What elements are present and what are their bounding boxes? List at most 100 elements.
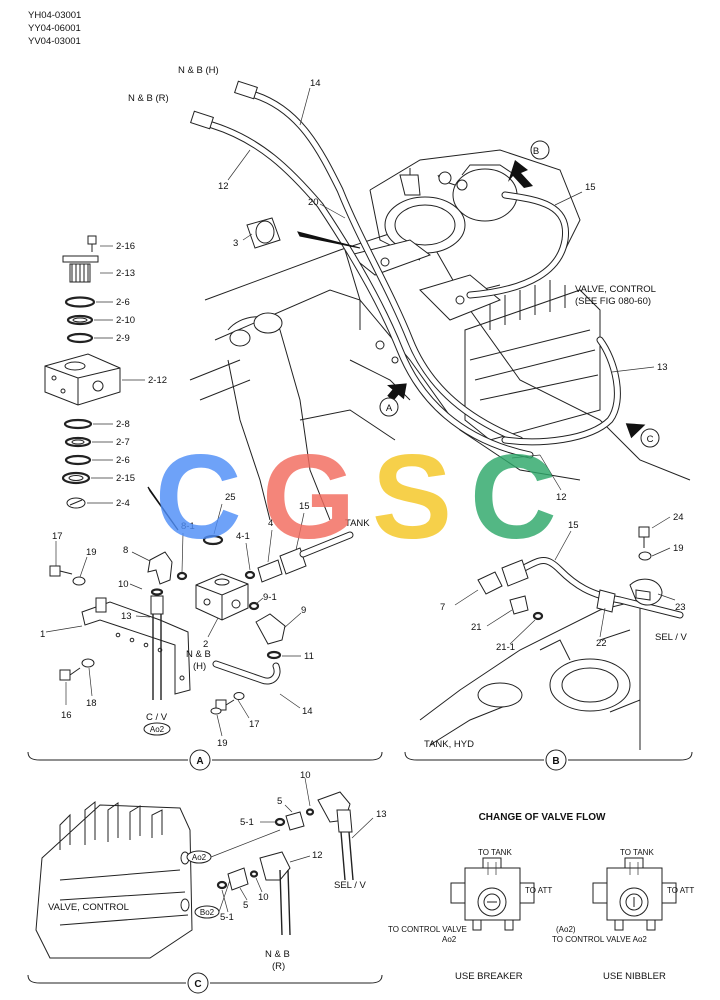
watermark-letter-c1: C [155,430,242,564]
view-c-callout-5-1b: 5-1 [220,912,234,923]
view-c-tag-bo2: Bo2 [200,908,215,917]
view-a-callout-15: 15 [299,501,310,512]
exploded-label-2-16: 2-16 [116,241,135,252]
exploded-label-2-13: 2-13 [116,268,135,279]
breaker-caption: USE BREAKER [455,971,523,982]
label-nb-r: N & B (R) [128,93,169,104]
callout-15: 15 [585,182,596,193]
view-b-callout-15: 15 [568,520,579,531]
view-c-callout-13: 13 [376,809,387,820]
view-a-callout-13: 13 [121,611,132,622]
callout-12: 12 [218,181,229,192]
view-a-callout-9: 9 [301,605,306,616]
view-a-nb: N & B [186,649,211,660]
breaker-to-att: TO ATT [525,886,552,895]
main-labels: N & B (H) N & B (R) 14 12 20 3 15 13 12 … [128,65,668,503]
callout-3: 3 [233,238,238,249]
view-a-callout-4: 4 [268,518,273,529]
nibbler-port: (Ao2) [556,925,576,934]
model-code-1: YH04-03001 [28,10,81,21]
view-c-nb-r: (R) [272,961,285,972]
cgsc-watermark: C G S C [155,430,557,564]
view-c-callout-10a: 10 [300,770,311,781]
exploded-label-2-10: 2-10 [116,315,135,326]
model-code-2: YY04-06001 [28,23,81,34]
breaker-to-tank: TO TANK [478,848,512,857]
view-a-callout-9-1: 9-1 [263,592,277,603]
nibbler-to-cv: TO CONTROL VALVE Ao2 [552,935,647,944]
callout-14: 14 [310,78,321,89]
breaker-to-cv: TO CONTROL VALVE [388,925,467,934]
valve-note-1: VALVE, CONTROL [575,284,656,295]
view-a-callout-19a: 19 [86,547,97,558]
exploded-label-2-9: 2-9 [116,333,130,344]
view-a-callout-14: 14 [302,706,313,717]
section-letter-a: A [196,756,203,767]
view-b-callout-19: 19 [673,543,684,554]
view-c-callout-5a: 5 [277,796,282,807]
view-b-callout-7: 7 [440,602,445,613]
view-arrow-a: A [386,403,393,414]
view-c-tag-ao2: Ao2 [192,853,207,862]
view-a-callout-16: 16 [61,710,72,721]
exploded-label-2-7: 2-7 [116,437,130,448]
main-assembly [189,80,691,521]
exploded-block: 2-16 2-13 2-6 2-10 2-9 2-12 2-8 2-7 2-6 … [44,235,167,509]
view-c-callout-10b: 10 [258,892,269,903]
view-a-callout-4-1: 4-1 [236,531,250,542]
label-nb-h: N & B (H) [178,65,219,76]
view-b-callout-22: 22 [596,638,607,649]
view-b: 15 24 19 7 21 21-1 22 23 SEL / V TANK, H… [404,512,693,771]
callout-12b: 12 [556,492,567,503]
view-a-callout-2: 2 [203,639,208,650]
callout-20: 20 [308,197,319,208]
model-codes: YH04-03001 YY04-06001 YV04-03001 [28,10,81,47]
exploded-label-2-15: 2-15 [116,473,135,484]
breaker-port: Ao2 [442,935,457,944]
exploded-label-2-8: 2-8 [116,419,130,430]
section-letter-c: C [194,979,201,990]
view-a-callout-1: 1 [40,629,45,640]
view-c-callout-5b: 5 [243,900,248,911]
valve-flow-title: CHANGE OF VALVE FLOW [479,812,606,823]
view-a-callout-25: 25 [225,492,236,503]
view-c-sel-v: SEL / V [334,880,367,891]
view-a-callout-17b: 17 [249,719,260,730]
exploded-label-2-6a: 2-6 [116,297,130,308]
nibbler-valve: TO TANK TO ATT (Ao2) TO CONTROL VALVE Ao… [552,848,694,982]
exploded-label-2-4: 2-4 [116,498,130,509]
view-c-nb: N & B [265,949,290,960]
view-c-valve-control: VALVE, CONTROL [48,902,129,913]
view-a-callout-10: 10 [118,579,129,590]
view-b-callout-21-1: 21-1 [496,642,515,653]
view-c: 10 5 5-1 13 12 10 5 5-1 VALVE, CONTROL A… [27,770,387,994]
section-letter-b: B [552,756,559,767]
nibbler-to-tank: TO TANK [620,848,654,857]
nibbler-to-att: TO ATT [667,886,694,895]
watermark-letter-c2: C [470,430,557,564]
view-a-callout-19b: 19 [217,738,228,749]
view-c-callout-5-1a: 5-1 [240,817,254,828]
view-a-callout-8: 8 [123,545,128,556]
watermark-letter-g: G [262,430,355,564]
model-code-3: YV04-03001 [28,36,81,47]
view-a-tank: TANK [345,518,370,529]
view-b-callout-24: 24 [673,512,684,523]
view-a-callout-11: 11 [304,651,314,662]
view-a-callout-17a: 17 [52,531,63,542]
exploded-label-2-12: 2-12 [148,375,167,386]
view-a-callout-18: 18 [86,698,97,709]
breaker-valve: TO TANK TO ATT TO CONTROL VALVE Ao2 USE … [388,848,552,982]
valve-flow-panel: CHANGE OF VALVE FLOW TO TANK TO ATT TO C… [388,812,694,982]
valve-note-2: (SEE FIG 080-60) [575,296,651,307]
exploded-label-2-6b: 2-6 [116,455,130,466]
callout-13: 13 [657,362,668,373]
view-a-callout-8-1: 8-1 [181,521,195,532]
view-b-callout-23: 23 [675,602,686,613]
view-b-callout-21: 21 [471,622,482,633]
view-a-tag-ao2: Ao2 [150,725,165,734]
view-a: 25 8-1 4-1 4 15 TANK 17 19 8 10 13 1 2 9… [27,486,383,771]
view-b-tank-hyd: TANK, HYD [424,739,474,750]
nibbler-caption: USE NIBBLER [603,971,666,982]
